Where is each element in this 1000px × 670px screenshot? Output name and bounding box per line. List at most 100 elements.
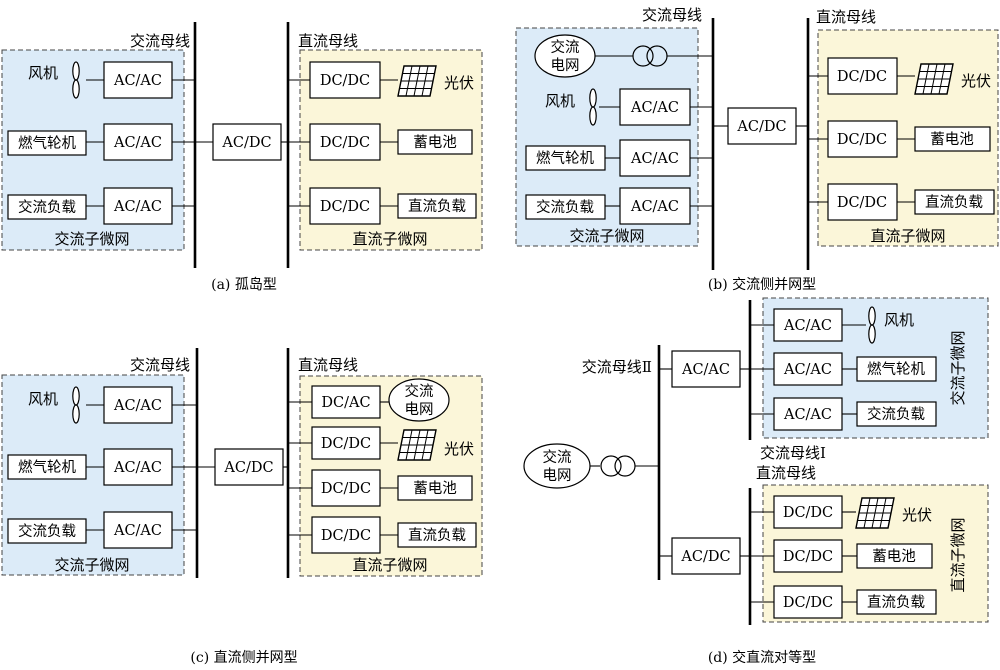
panel-c-ac-load-box [7,518,87,544]
panel-c-ac-subgrid-label: 交流子微网 [54,556,129,574]
svg-text:电网: 电网 [405,401,434,418]
panel-b-caption: (b) 交流侧并网型 [708,276,816,293]
panel-c-dc-load-box [397,522,477,548]
panel-b-pv-label: 光伏 [961,72,991,90]
panel-c-dc-dc-load [311,516,381,554]
panel-d-ac-bus-2-label: 交流母线Ⅱ [582,358,652,376]
panel-b-gas-turbine-box [525,145,606,171]
panel-c-ac-ac-wind [103,386,173,424]
panel-d-dc-bus-label: 直流母线 [756,464,816,482]
panel-b-dc-load-box [914,189,995,215]
panel-b-dc-dc-battery [827,120,898,158]
panel-b-ac-ac-gas [619,139,691,177]
panel-a-dc-dc-load [309,187,381,225]
panel-a-ac-dc-interlink [212,123,282,161]
panel-b-ac-bus-label: 交流母线 [642,6,702,24]
svg-text:AC/AC: AC/AC [783,362,832,378]
panel-a-gas-turbine-box [7,130,87,156]
panel-d-pv-label: 光伏 [902,506,932,524]
svg-text:DC/AC: DC/AC [321,395,370,411]
panel-c-caption: (c) 直流侧并网型 [190,649,297,666]
panel-c-pv-panel-icon [397,429,437,461]
svg-text:DC/DC: DC/DC [321,481,371,497]
svg-text:交流: 交流 [543,448,572,466]
svg-text:电网: 电网 [551,57,580,74]
panel-a-caption: (a) 孤岛型 [211,277,277,293]
panel-a-wind-label: 风机 [28,64,58,82]
svg-text:DC/DC: DC/DC [837,132,887,148]
panel-c-dc-subgrid-label: 直流子微网 [352,556,427,574]
svg-text:DC/DC: DC/DC [321,436,371,452]
panel-d-ac-load-label: 交流负载 [867,405,925,423]
panel-b-dc-load-label: 直流负载 [925,194,983,211]
svg-text:电网: 电网 [543,467,572,484]
panel-c-battery-label: 蓄电池 [413,480,457,497]
panel-b-ac-subgrid-label: 交流子微网 [569,227,644,245]
panel-d-dc-load-label: 直流负载 [867,594,925,611]
svg-text:AC/AC: AC/AC [113,460,162,476]
panel-a-battery-label: 蓄电池 [413,134,457,151]
panel-d-peer-to-peer: 交流母线Ⅱ 交流母线Ⅰ 直流母线 交流 电网 AC/AC AC/DC AC/AC… [523,297,989,666]
panel-d-pv-panel-icon [855,497,895,529]
panel-a-dc-subgrid-label: 直流子微网 [352,230,427,248]
panel-d-battery-box [856,543,933,569]
svg-text:AC/AC: AC/AC [681,362,730,378]
panel-b-dc-bus-label: 直流母线 [816,8,876,26]
panel-d-dc-load-box [856,589,937,615]
svg-text:AC/AC: AC/AC [113,398,162,414]
panel-a-pv-label: 光伏 [444,74,474,92]
svg-text:AC/DC: AC/DC [221,135,271,151]
panel-c-gas-turbine-label: 燃气轮机 [18,458,76,476]
panel-d-ac-bus-1-label: 交流母线Ⅰ [760,444,826,462]
panel-b-battery-box [914,126,991,152]
panel-a-ac-load-box [7,194,87,220]
svg-text:AC/AC: AC/AC [630,199,679,215]
panel-d-ac-dc-interlink [671,537,741,575]
panel-b-ac-grid-connected: 交流母线 直流母线 交流 电网 风机 燃气轮机 交流负载 AC/AC AC/A [515,6,999,293]
panel-c-dc-dc-battery [311,469,381,507]
panel-b-dc-dc-pv [827,57,898,95]
panel-a-ac-bus-label: 交流母线 [130,32,190,50]
panel-d-ac-ac-interlink [671,350,741,388]
panel-d-dc-dc-pv [773,495,843,529]
svg-text:DC/DC: DC/DC [320,135,370,151]
panel-a-dc-dc-battery [309,123,381,161]
panel-d-ac-ac-gas [773,352,843,386]
svg-text:AC/AC: AC/AC [630,151,679,167]
panel-b-battery-label: 蓄电池 [930,131,974,148]
svg-text:AC/AC: AC/AC [630,100,679,116]
svg-text:AC/AC: AC/AC [783,407,832,423]
panel-d-gas-turbine-box [856,356,937,382]
panel-a-island: 交流母线 直流母线 风机 燃气轮机 交流负载 AC/AC AC/AC AC/AC… [1,22,483,293]
panel-b-dc-dc-load [827,183,898,221]
panel-d-dc-subgrid-label: 直流子微网 [949,517,967,592]
panel-a-ac-load-label: 交流负载 [18,198,76,216]
panel-c-ac-ac-gas [103,448,173,486]
panel-d-ac-load-box [856,401,937,427]
panel-a-dc-load-box [397,193,477,219]
svg-text:AC/DC: AC/DC [680,549,730,565]
svg-text:DC/DC: DC/DC [783,595,833,611]
panel-c-ac-dc-interlink [214,448,284,486]
panel-a-ac-ac-wind [103,61,173,99]
panel-a-gas-turbine-label: 燃气轮机 [18,134,76,152]
panel-d-caption: (d) 交直流对等型 [708,649,816,666]
panel-d-transformer-icon [600,455,636,477]
panel-c-dc-grid-connected: 交流母线 直流母线 风机 燃气轮机 交流负载 AC/AC AC/AC AC/AC… [1,348,483,666]
svg-text:AC/AC: AC/AC [113,135,162,151]
panel-a-dc-dc-pv [309,61,381,99]
panel-b-ac-load-label: 交流负载 [536,198,594,216]
panel-d-dc-dc-load [773,585,843,619]
panel-a-dc-bus-label: 直流母线 [298,32,358,50]
svg-text:DC/DC: DC/DC [320,199,370,215]
panel-b-gas-turbine-label: 燃气轮机 [536,149,594,167]
panel-b-dc-subgrid-label: 直流子微网 [870,227,945,245]
panel-b-pv-panel-icon [914,63,954,95]
panel-a-ac-ac-gas [103,123,173,161]
svg-text:交流: 交流 [405,382,434,400]
svg-text:DC/DC: DC/DC [321,528,371,544]
panel-a-dc-load-label: 直流负载 [408,198,466,215]
svg-text:AC/DC: AC/DC [223,460,273,476]
panel-c-dc-dc-pv [311,426,381,460]
